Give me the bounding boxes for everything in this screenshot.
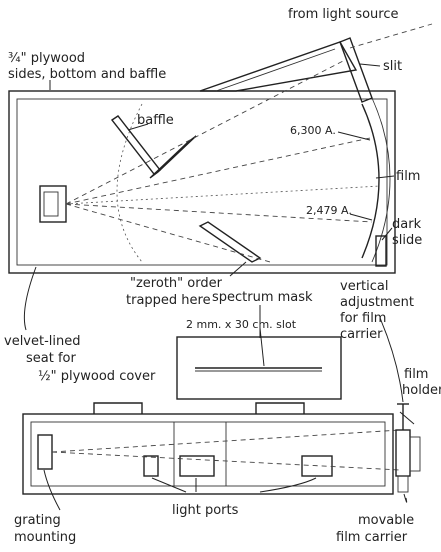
baffle-lower — [198, 221, 262, 263]
leader-vertical-adj — [379, 317, 404, 403]
leader-film — [375, 175, 395, 179]
label-vertical-adj-3: for film — [340, 311, 386, 326]
label-vertical-adj-1: vertical — [340, 279, 388, 294]
label-velvet-1: velvet-lined — [4, 334, 81, 349]
film-holder-curve — [371, 97, 391, 263]
leader-slit — [359, 63, 381, 67]
box-outer-wall — [8, 90, 396, 274]
light-port-3 — [301, 455, 333, 477]
light-port-2 — [179, 455, 215, 477]
label-light-ports: light ports — [172, 503, 239, 518]
leader-zeroth — [229, 261, 247, 277]
film-carrier — [395, 429, 411, 477]
label-grating-1: grating — [14, 513, 61, 528]
label-velvet-3: ½" plywood cover — [38, 369, 156, 384]
label-slot: 2 mm. x 30 cm. slot — [186, 318, 297, 331]
leader-velvet — [23, 266, 37, 331]
leader-film-holder — [399, 411, 415, 425]
ray-incident — [65, 59, 346, 205]
label-movable-1: movable — [358, 513, 414, 528]
spectrum-mask-group — [176, 336, 342, 400]
leader-2479 — [349, 213, 373, 221]
leader-slot — [259, 327, 265, 367]
label-vertical-adj-4: carrier — [340, 327, 383, 342]
label-dark-slide-1: dark — [392, 217, 422, 232]
label-movable-2: film carrier — [336, 530, 408, 545]
side-box-outer — [22, 413, 394, 495]
focal-arc — [116, 103, 143, 263]
ray-center — [65, 185, 381, 205]
ray-2479 — [65, 203, 373, 223]
leader-lines — [23, 63, 415, 511]
ray-6300 — [65, 137, 371, 205]
label-zeroth-1: "zeroth" order — [130, 276, 223, 291]
grating-element — [43, 191, 59, 217]
handle-left — [93, 402, 143, 414]
top-view — [8, 23, 433, 274]
label-6300: 6,300 A. — [290, 124, 336, 137]
label-film-holder-2: holder — [402, 383, 441, 398]
film-curve — [361, 103, 380, 259]
side-view — [22, 402, 421, 495]
label-plywood-1: ¾" plywood — [8, 51, 85, 66]
film-holder — [409, 436, 421, 472]
side-grating — [37, 434, 53, 470]
side-ray-bottom — [51, 451, 401, 471]
label-zeroth-2: trapped here — [126, 293, 211, 308]
label-2479: 2,479 A. — [306, 204, 352, 217]
light-port-1 — [143, 455, 159, 477]
box-inner-wall — [16, 98, 388, 266]
label-dark-slide-2: slide — [392, 233, 422, 248]
handle-right — [255, 402, 305, 414]
side-box-inner — [30, 421, 386, 487]
label-plywood-2: sides, bottom and baffle — [8, 67, 166, 82]
leader-port-1 — [151, 477, 187, 493]
label-spectrum-mask: spectrum mask — [212, 290, 313, 305]
dark-slide — [375, 235, 387, 267]
label-film: film — [396, 169, 420, 184]
carrier-base — [397, 475, 409, 493]
label-vertical-adj-2: adjustment — [340, 295, 414, 310]
leader-dark-slide — [381, 227, 393, 241]
label-grating-2: mounting — [14, 530, 76, 545]
slit-housing-inner — [215, 48, 336, 92]
label-slit: slit — [383, 59, 402, 74]
label-baffle: baffle — [137, 113, 174, 128]
ray-zeroth — [65, 203, 271, 263]
text-labels: from light source slit ¾" plywood sides,… — [4, 7, 441, 545]
leader-port-3 — [259, 477, 317, 493]
leader-grating — [43, 469, 61, 511]
leader-6300 — [337, 131, 371, 141]
label-from-light-source: from light source — [288, 7, 399, 22]
label-film-holder-1: film — [404, 367, 428, 382]
leader-baffle — [127, 123, 149, 131]
baffle-middle — [149, 135, 197, 179]
incoming-light-ray — [349, 23, 433, 49]
label-velvet-2: seat for — [26, 351, 76, 366]
side-ray-top — [51, 429, 401, 453]
spectrum-mask — [176, 336, 342, 400]
slit-housing — [199, 41, 358, 92]
leader-movable — [403, 493, 408, 503]
